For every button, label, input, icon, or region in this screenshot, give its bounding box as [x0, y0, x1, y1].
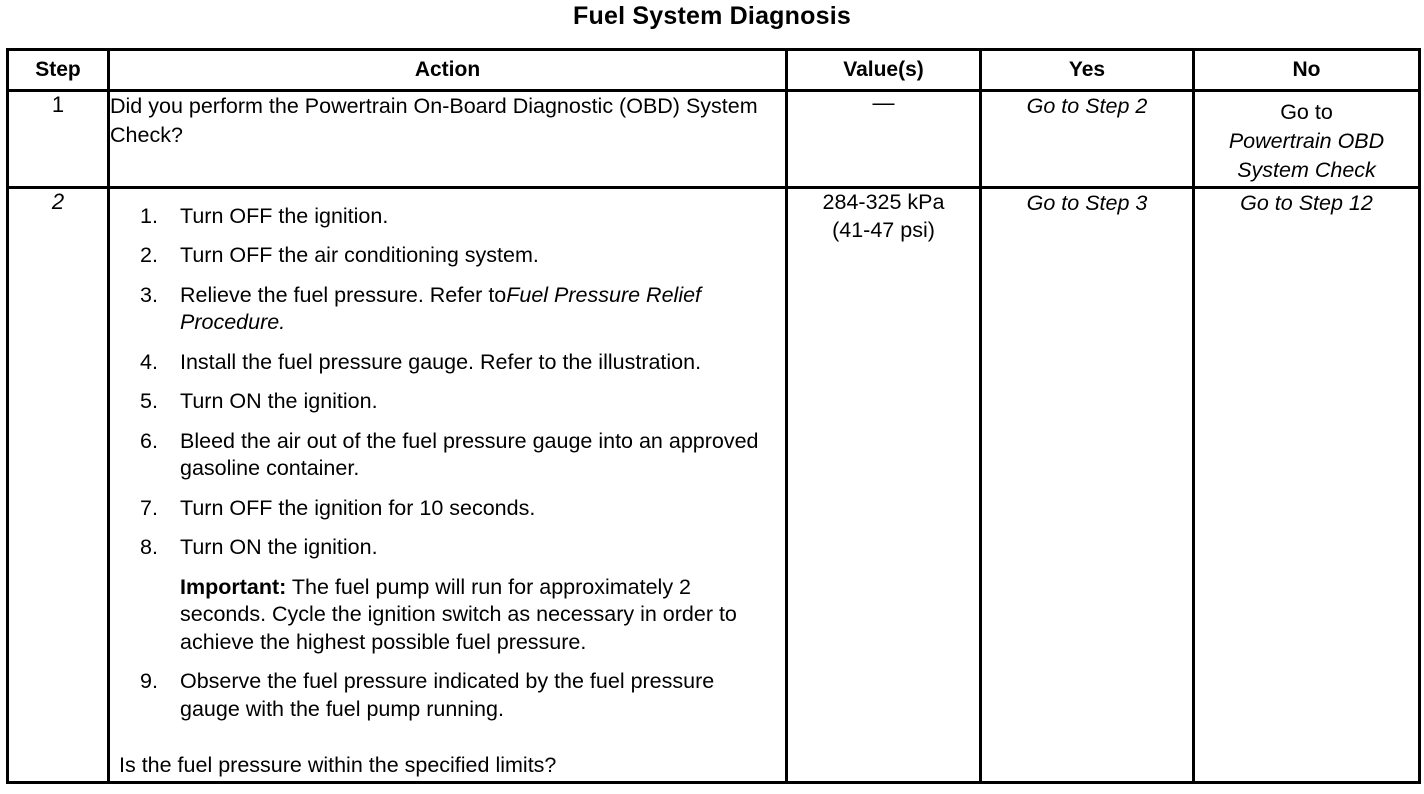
value-line-psi: (41-47 psi): [832, 217, 935, 242]
value-cell-1: —: [785, 89, 982, 189]
list-item-number: 8.: [140, 535, 158, 560]
list-item-number: 9.: [140, 669, 158, 694]
column-header-action: Action: [107, 48, 788, 92]
action-cell-1: Did you perform the Powertrain On-Board …: [107, 89, 788, 189]
table-row: 1 Did you perform the Powertrain On-Boar…: [6, 89, 1421, 189]
list-item: 5. Turn ON the ignition.: [140, 388, 777, 416]
important-note-text: The fuel pump will run for approximately…: [180, 574, 737, 654]
list-item-number: 2.: [140, 243, 158, 268]
value-cell-2: 284-325 kPa (41-47 psi): [785, 185, 982, 784]
column-header-no: No: [1192, 48, 1421, 92]
list-item: 1. Turn OFF the ignition.: [140, 203, 777, 231]
list-item-text: Turn OFF the ignition for 10 seconds.: [180, 495, 536, 520]
list-item: 2. Turn OFF the air conditioning system.: [140, 242, 777, 270]
action-closing-question: Is the fuel pressure within the specifie…: [119, 752, 557, 777]
value-line-kpa: 284-325 kPa: [822, 189, 945, 214]
step-cell-2: 2: [6, 185, 110, 784]
cross-reference-link[interactable]: Fuel Pressure Relief Procedure.: [180, 282, 702, 335]
step-number: 2: [51, 188, 65, 214]
yes-goto-link[interactable]: Go to Step 3: [1026, 190, 1148, 215]
list-item-text-plain: Relieve the fuel pressure. Refer to: [180, 282, 507, 307]
important-note-label: Important:: [180, 574, 287, 599]
value-text: —: [872, 90, 895, 115]
table-header-row: Step Action Value(s) Yes No: [6, 48, 1421, 92]
list-item-number: 3.: [140, 282, 158, 307]
list-item-text: Turn ON the ignition.: [180, 389, 378, 414]
list-item: 9. Observe the fuel pressure indicated b…: [140, 668, 777, 723]
no-cell-1: Go to Powertrain OBD System Check: [1192, 89, 1421, 189]
list-item-number: 6.: [140, 428, 158, 453]
list-item: 4. Install the fuel pressure gauge. Refe…: [140, 349, 777, 377]
column-header-value: Value(s): [785, 48, 982, 92]
list-item-text: Turn OFF the air conditioning system.: [180, 243, 539, 268]
table-row: 2 1. Turn OFF the ignition. 2. Turn OFF …: [6, 185, 1421, 784]
list-item: 6. Bleed the air out of the fuel pressur…: [140, 428, 777, 483]
column-header-yes: Yes: [979, 48, 1195, 92]
yes-cell-1: Go to Step 2: [979, 89, 1195, 189]
list-item-number: 1.: [140, 203, 158, 228]
step-cell-1: 1: [6, 89, 110, 189]
list-item-text: Observe the fuel pressure indicated by t…: [180, 669, 715, 721]
list-item-text: Relieve the fuel pressure. Refer toFuel …: [180, 282, 777, 337]
list-item: 7. Turn OFF the ignition for 10 seconds.: [140, 495, 777, 523]
action-cell-2: 1. Turn OFF the ignition. 2. Turn OFF th…: [107, 185, 788, 784]
value-text: 284-325 kPa (41-47 psi): [788, 189, 979, 245]
page-title: Fuel System Diagnosis: [573, 2, 851, 30]
list-item-number: 5.: [140, 389, 158, 414]
list-item-number: 7.: [140, 495, 158, 520]
no-goto-link-line1[interactable]: Powertrain OBD: [1228, 129, 1385, 154]
list-item: 8. Turn ON the ignition.: [140, 534, 777, 562]
no-goto-link[interactable]: Go to Step 12: [1240, 190, 1373, 215]
yes-goto-link[interactable]: Go to Step 2: [1026, 94, 1148, 118]
column-header-step: Step: [6, 48, 110, 92]
list-item-number: 4.: [140, 349, 158, 374]
step-number: 1: [51, 92, 65, 117]
diagnostic-table: Step Action Value(s) Yes No 1 Did you pe…: [6, 48, 1421, 784]
list-item-text: Install the fuel pressure gauge. Refer t…: [180, 349, 702, 374]
list-item: 3. Relieve the fuel pressure. Refer toFu…: [140, 282, 777, 337]
list-item-text: Bleed the air out of the fuel pressure g…: [180, 428, 759, 481]
no-cell-2: Go to Step 12: [1192, 185, 1421, 784]
no-goto-link-line2[interactable]: System Check: [1237, 158, 1376, 183]
list-item-text: Turn OFF the ignition.: [180, 203, 389, 228]
action-question: Did you perform the Powertrain On-Board …: [110, 94, 758, 147]
procedure-list: 1. Turn OFF the ignition. 2. Turn OFF th…: [110, 189, 785, 736]
yes-cell-2: Go to Step 3: [979, 185, 1195, 784]
list-item-text: Turn ON the ignition.: [180, 535, 378, 560]
important-note: Important: The fuel pump will run for ap…: [180, 574, 777, 657]
no-goto-prefix: Go to: [1280, 100, 1333, 124]
